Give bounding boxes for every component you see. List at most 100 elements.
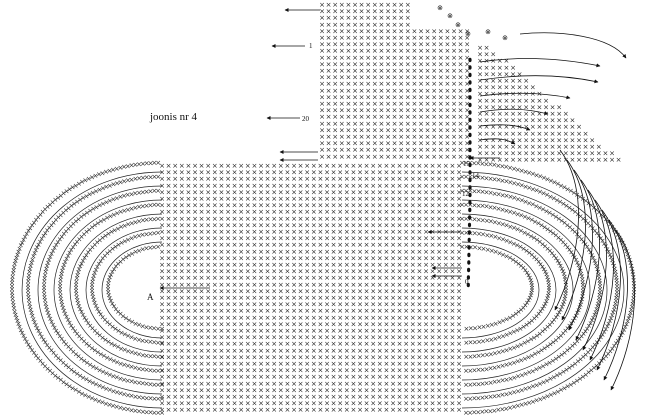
stitch-round: × bbox=[92, 241, 98, 249]
stitch: × bbox=[212, 360, 218, 368]
stitch: × bbox=[416, 208, 422, 216]
stitch-round: × bbox=[524, 321, 530, 329]
stitch: × bbox=[258, 353, 264, 361]
stitch: × bbox=[550, 156, 556, 164]
stitch: × bbox=[510, 103, 516, 111]
stitch-round: × bbox=[545, 245, 551, 253]
stitch-round: × bbox=[33, 247, 39, 255]
stitch: × bbox=[344, 353, 350, 361]
ring-marker: ⊗ bbox=[502, 34, 508, 42]
stitch: × bbox=[199, 261, 205, 269]
stitch: × bbox=[397, 228, 403, 236]
stitch: × bbox=[284, 268, 290, 276]
stitch-round: × bbox=[26, 275, 32, 283]
stitch: × bbox=[523, 77, 529, 85]
stitch-round: × bbox=[463, 229, 469, 237]
stitch: × bbox=[451, 140, 457, 148]
stitch-round: × bbox=[34, 244, 40, 252]
stitch: × bbox=[436, 294, 442, 302]
stitch: × bbox=[423, 221, 429, 229]
stitch-round: × bbox=[129, 363, 135, 371]
stitch-round: × bbox=[140, 188, 146, 196]
stitch: × bbox=[212, 182, 218, 190]
stitch: × bbox=[331, 228, 337, 236]
stitch-round: × bbox=[476, 188, 482, 196]
stitch-round: × bbox=[125, 362, 131, 370]
stitch: × bbox=[199, 340, 205, 348]
stitch: × bbox=[317, 360, 323, 368]
stitch: × bbox=[258, 287, 264, 295]
stitch-round: × bbox=[129, 219, 135, 227]
stitch: × bbox=[484, 110, 490, 118]
stitch-round: × bbox=[81, 338, 87, 346]
stitch: × bbox=[410, 314, 416, 322]
stitch-round: × bbox=[562, 241, 568, 249]
stitch-round: × bbox=[148, 173, 154, 181]
stitch: × bbox=[405, 93, 411, 101]
stitch: × bbox=[326, 146, 332, 154]
stitch-round: × bbox=[118, 223, 124, 231]
stitch: × bbox=[423, 169, 429, 177]
stitch: × bbox=[430, 327, 436, 335]
stitch: × bbox=[326, 133, 332, 141]
stitch: × bbox=[199, 301, 205, 309]
stitch: × bbox=[410, 373, 416, 381]
stitch-round: × bbox=[507, 164, 513, 172]
stitch-round: × bbox=[68, 246, 74, 254]
stitch: × bbox=[251, 162, 257, 170]
stitch: × bbox=[324, 373, 330, 381]
stitch: × bbox=[218, 287, 224, 295]
stitch: × bbox=[438, 107, 444, 115]
stitch: × bbox=[331, 248, 337, 256]
stitch-round: × bbox=[472, 216, 478, 224]
stitch-grid: ××××××××××××××××××××××××××××××××××××××××… bbox=[9, 1, 637, 417]
stitch: × bbox=[370, 287, 376, 295]
stitch: × bbox=[365, 60, 371, 68]
stitch: × bbox=[331, 367, 337, 375]
stitch-round: × bbox=[524, 299, 530, 307]
stitch: × bbox=[265, 386, 271, 394]
stitch: × bbox=[298, 182, 304, 190]
stitch-round: × bbox=[132, 218, 138, 226]
stitch: × bbox=[225, 353, 231, 361]
stitch-round: × bbox=[58, 211, 64, 219]
stitch: × bbox=[345, 153, 351, 161]
stitch-round: × bbox=[522, 302, 528, 310]
stitch: × bbox=[416, 287, 422, 295]
stitch: × bbox=[172, 188, 178, 196]
stitch: × bbox=[365, 87, 371, 95]
stitch-round: × bbox=[103, 370, 109, 378]
stitch: × bbox=[543, 123, 549, 131]
stitch: × bbox=[225, 347, 231, 355]
stitch-round: × bbox=[515, 342, 521, 350]
stitch-round: × bbox=[605, 218, 611, 226]
stitch: × bbox=[430, 360, 436, 368]
stitch: × bbox=[291, 307, 297, 315]
stitch: × bbox=[271, 373, 277, 381]
stitch-round: × bbox=[530, 383, 536, 391]
stitch: × bbox=[403, 386, 409, 394]
stitch-round: × bbox=[136, 203, 142, 211]
stitch-round: × bbox=[468, 339, 474, 347]
stitch: × bbox=[370, 162, 376, 170]
stitch-round: × bbox=[504, 331, 510, 339]
stitch-round: × bbox=[42, 206, 48, 214]
stitch: × bbox=[212, 406, 218, 414]
stitch: × bbox=[357, 320, 363, 328]
stitch: × bbox=[232, 162, 238, 170]
stitch: × bbox=[251, 334, 257, 342]
stitch: × bbox=[458, 34, 464, 42]
stitch: × bbox=[410, 188, 416, 196]
stitch: × bbox=[390, 386, 396, 394]
stitch: × bbox=[265, 367, 271, 375]
stitch: × bbox=[423, 162, 429, 170]
stitch: × bbox=[364, 373, 370, 381]
stitch-round: × bbox=[547, 193, 553, 201]
stitch-round: × bbox=[515, 195, 521, 203]
stitch: × bbox=[609, 156, 615, 164]
row-label-14: 14 bbox=[472, 172, 480, 180]
stitch: × bbox=[331, 393, 337, 401]
stitch: × bbox=[365, 107, 371, 115]
stitch: × bbox=[225, 195, 231, 203]
stitch-round: × bbox=[543, 271, 549, 279]
